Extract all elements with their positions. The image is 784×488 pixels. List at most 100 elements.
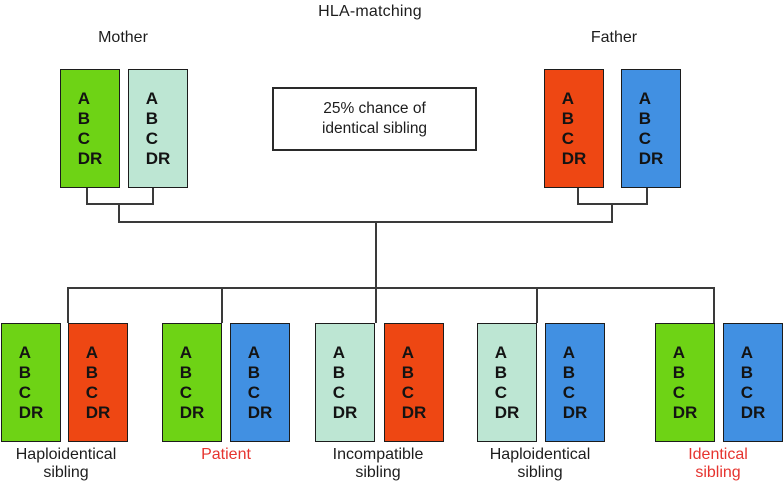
hla-marker: C xyxy=(561,128,574,148)
hla-marker: C xyxy=(77,128,90,148)
hla-marker: C xyxy=(179,382,192,402)
hla-marker: DR xyxy=(494,402,520,422)
hla-marker: A xyxy=(740,342,753,362)
child-label-line: sibling xyxy=(517,464,563,481)
hla-marker: DR xyxy=(332,402,358,422)
hla-marker: C xyxy=(562,382,575,402)
hla-marker: DR xyxy=(562,402,588,422)
hla-marker: B xyxy=(740,362,753,382)
hla-marker: B xyxy=(562,362,575,382)
connector-line xyxy=(577,188,579,205)
connector-line xyxy=(221,287,223,323)
diagram-title: HLA-matching xyxy=(318,3,422,20)
hla-marker: A xyxy=(672,342,685,362)
hla-marker: DR xyxy=(145,148,171,168)
child-label-line: Haploidentical xyxy=(489,446,591,463)
hla-marker: B xyxy=(561,108,574,128)
hla-marker: B xyxy=(85,362,98,382)
hla-marker: DR xyxy=(85,402,111,422)
hla-marker: A xyxy=(145,88,158,108)
hla-marker: B xyxy=(494,362,507,382)
hla-marker: C xyxy=(18,382,31,402)
child-label-haploidentical-sibling-1: Haploidentical sibling xyxy=(0,446,146,482)
hla-marker: DR xyxy=(740,402,766,422)
parent-label-mother: Mother xyxy=(98,29,148,46)
hla-marker: DR xyxy=(179,402,205,422)
note-box: 25% chance of identical sibling xyxy=(272,87,477,151)
child-label-identical-sibling: Identical sibling xyxy=(638,446,784,482)
hla-marker: DR xyxy=(247,402,273,422)
hla-marker: B xyxy=(18,362,31,382)
parent-label-father: Father xyxy=(590,29,638,46)
hla-marker: B xyxy=(332,362,345,382)
child-label-incompatible-sibling: Incompatible sibling xyxy=(298,446,458,482)
hla-marker: B xyxy=(145,108,158,128)
child-label-line: sibling xyxy=(43,464,89,481)
hla-marker: B xyxy=(77,108,90,128)
hla-marker: A xyxy=(77,88,90,108)
connector-line xyxy=(646,188,648,205)
child-label-line: Identical xyxy=(688,446,748,463)
connector-line xyxy=(118,221,613,223)
hla-marker: B xyxy=(179,362,192,382)
hla-marker: C xyxy=(672,382,685,402)
hla-marker: A xyxy=(179,342,192,362)
hla-marker: DR xyxy=(401,402,427,422)
connector-line xyxy=(67,287,69,323)
child-label-line: sibling xyxy=(695,464,741,481)
connector-line xyxy=(67,287,715,289)
hla-marker: A xyxy=(561,88,574,108)
hla-marker: A xyxy=(494,342,507,362)
hla-marker: DR xyxy=(18,402,44,422)
connector-line xyxy=(375,221,377,289)
hla-marker: C xyxy=(247,382,260,402)
hla-marker: C xyxy=(85,382,98,402)
hla-marker: B xyxy=(638,108,651,128)
child-label-line: Incompatible xyxy=(332,446,424,463)
connector-line xyxy=(713,287,715,323)
connector-line xyxy=(536,287,538,323)
hla-marker: B xyxy=(247,362,260,382)
hla-marker: A xyxy=(18,342,31,362)
hla-marker: C xyxy=(145,128,158,148)
connector-line xyxy=(86,203,154,205)
child-label-patient: Patient xyxy=(146,446,306,464)
hla-marker: A xyxy=(638,88,651,108)
connector-line xyxy=(152,188,154,205)
hla-marker: DR xyxy=(561,148,587,168)
note-box-line1: 25% chance of xyxy=(323,100,426,117)
hla-marker: C xyxy=(494,382,507,402)
hla-marker: B xyxy=(672,362,685,382)
connector-line xyxy=(86,188,88,205)
child-label-line: Haploidentical xyxy=(15,446,117,463)
hla-marker: C xyxy=(401,382,414,402)
hla-marker: A xyxy=(85,342,98,362)
hla-marker: C xyxy=(332,382,345,402)
hla-marker: A xyxy=(332,342,345,362)
connector-line xyxy=(611,203,613,223)
